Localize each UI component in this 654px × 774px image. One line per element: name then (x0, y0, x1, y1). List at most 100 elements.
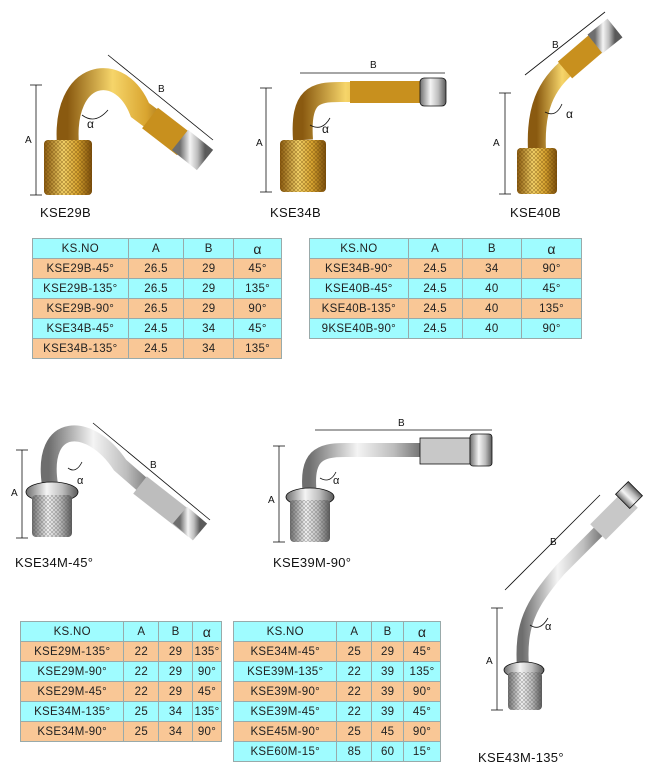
table-cell: 135° (521, 298, 582, 319)
dim-b-label: B (552, 40, 559, 51)
table-cell: 90° (403, 721, 441, 742)
table-cell: 90° (233, 298, 282, 319)
column-header: KS.NO (32, 238, 129, 259)
table-cell: 45° (521, 278, 582, 299)
table-cell: 90° (192, 721, 222, 742)
table-cell: 34 (183, 318, 235, 339)
column-header: B (158, 621, 194, 642)
valve-kse39m-image: A B α (268, 418, 493, 543)
table-cell: KSE34B-45° (32, 318, 129, 339)
column-header: B (461, 238, 523, 259)
table-cell: 24.5 (127, 338, 185, 359)
product-label-kse40b: KSE40B (510, 205, 561, 220)
column-header: B (371, 621, 405, 642)
product-label-kse39m: KSE39M-90° (273, 555, 352, 570)
table-cell: 45° (192, 681, 222, 702)
table-cell: 22 (336, 701, 373, 722)
table-cell: 29 (183, 258, 235, 279)
alpha-label: α (566, 107, 573, 121)
table-cell: 45 (371, 721, 405, 742)
table-cell: KSE34M-135° (19, 701, 125, 722)
alpha-label: α (333, 475, 340, 487)
dim-a-label: A (268, 495, 275, 506)
table-cell: 60 (371, 741, 405, 762)
table-cell: KSE39M-90° (232, 681, 338, 702)
alpha-label: α (77, 475, 84, 487)
dim-a-label: A (25, 135, 32, 146)
table-cell: KSE29B-135° (32, 278, 129, 299)
table-cell: 24.5 (407, 318, 463, 339)
table-cell: 135° (403, 661, 441, 682)
column-header: KS.NO (232, 621, 338, 642)
table-cell: KSE60M-15° (232, 741, 338, 762)
table-cell: 40 (461, 298, 523, 319)
table-cell: KSE34M-90° (19, 721, 125, 742)
product-label-kse43m: KSE43M-135° (478, 750, 564, 765)
dim-a-label: A (256, 138, 263, 149)
column-header: KS.NO (19, 621, 125, 642)
product-label-kse34m: KSE34M-45° (15, 555, 94, 570)
table-cell: 85 (336, 741, 373, 762)
table-cell: KSE29M-45° (19, 681, 125, 702)
alpha-label: α (87, 117, 94, 131)
table-cell: KSE40B-45° (309, 278, 409, 299)
table-cell: 45° (403, 701, 441, 722)
table-cell: KSE45M-90° (232, 721, 338, 742)
table-cell: 45° (233, 318, 282, 339)
valve-kse34b-image: A B α (256, 60, 447, 193)
table-cell: 34 (183, 338, 235, 359)
dim-b-label: B (370, 60, 377, 71)
table-cell: 26.5 (127, 278, 185, 299)
table-cell: 29 (183, 298, 235, 319)
table-cell: 40 (461, 318, 523, 339)
table-cell: 90° (521, 258, 582, 279)
table-cell: 90° (192, 661, 222, 682)
valve-kse29b-image: A B α (25, 54, 214, 196)
table-cell: 24.5 (127, 318, 185, 339)
column-header: A (336, 621, 373, 642)
column-header: α (192, 621, 222, 642)
valve-kse43m-image: A B α (486, 480, 644, 711)
table-cell: 135° (192, 641, 222, 662)
table-cell: 22 (123, 681, 160, 702)
dim-b-label: B (158, 84, 165, 95)
table-cell: 22 (123, 641, 160, 662)
table-cell: 9KSE40B-90° (309, 318, 409, 339)
table-cell: 29 (183, 278, 235, 299)
dim-b-label: B (398, 418, 405, 429)
dim-b-label: B (150, 460, 157, 471)
table-cell: 24.5 (407, 258, 463, 279)
product-label-kse34b: KSE34B (270, 205, 321, 220)
table-cell: 34 (158, 721, 194, 742)
table-cell: KSE29M-135° (19, 641, 125, 662)
product-label-kse29b: KSE29B (40, 205, 91, 220)
table-cell: KSE40B-135° (309, 298, 409, 319)
table-cell: 29 (158, 641, 194, 662)
column-header: α (233, 238, 282, 259)
table-cell: KSE29B-90° (32, 298, 129, 319)
column-header: α (521, 238, 582, 259)
column-header: A (127, 238, 185, 259)
column-header: A (407, 238, 463, 259)
